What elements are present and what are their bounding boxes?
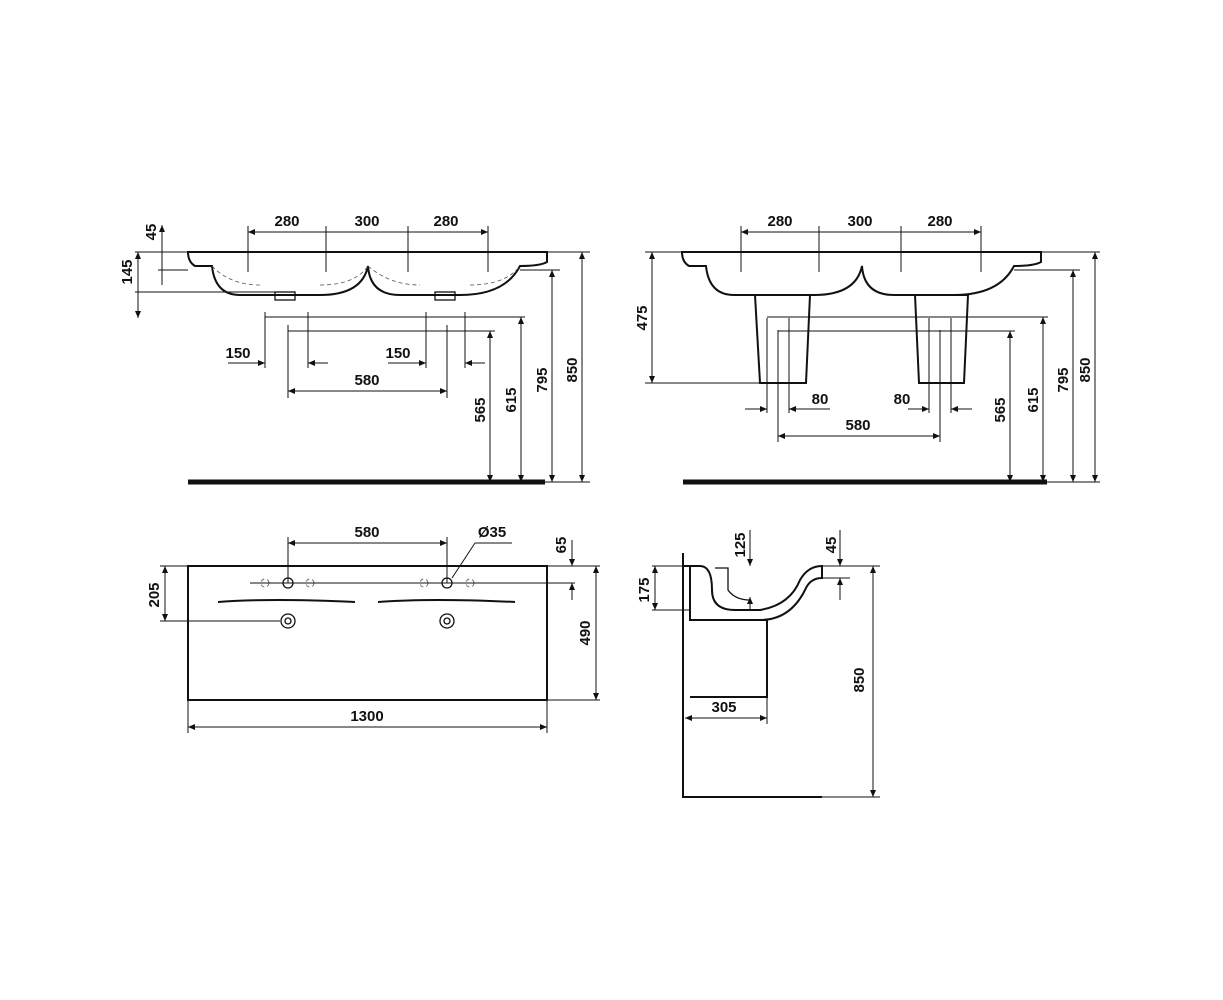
dim-height-565: 565 [992,397,1009,422]
dim-125: 125 [732,532,749,557]
dim-top-1: 280 [274,213,299,230]
dim-tap-spacing: 580 [354,524,379,541]
front-view: 280 300 280 45 145 150 150 580 565 615 7… [119,213,590,485]
dim-overall-width: 1300 [350,708,383,725]
dim-height-615: 615 [1025,387,1042,412]
dim-height-850: 850 [851,667,868,692]
dim-305: 305 [711,699,736,716]
dim-top-1: 280 [767,213,792,230]
dim-height-565: 565 [472,397,489,422]
dim-top-3: 280 [433,213,458,230]
dim-height-795: 795 [1055,367,1072,392]
dim-rim: 45 [143,224,160,241]
dim-top-3: 280 [927,213,952,230]
dim-height-850: 850 [1077,357,1094,382]
dim-overall-depth: 490 [577,620,594,645]
dim-tap-offset-left: 150 [225,345,250,362]
dim-offset-right: 80 [894,391,911,408]
pedestal-view: 280 300 280 475 80 80 580 565 615 795 85… [634,213,1100,485]
dim-height-850: 850 [564,357,581,382]
dim-tap-hole-offset: 65 [553,537,570,554]
dim-45: 45 [823,537,840,554]
dim-height-795: 795 [534,367,551,392]
dim-top-2: 300 [354,213,379,230]
dim-top-2: 300 [847,213,872,230]
side-view: 175 125 45 305 850 [636,530,880,798]
dim-waste-spacing: 580 [845,417,870,434]
dim-hole-diameter: Ø35 [478,524,506,541]
dim-basin-depth: 145 [119,259,136,284]
dim-waste-spacing: 580 [354,372,379,389]
dim-pedestal-height: 475 [634,305,651,330]
dim-175: 175 [636,577,653,602]
dim-tap-offset-right: 150 [385,345,410,362]
dim-height-615: 615 [503,387,520,412]
plan-view: 580 Ø35 65 205 490 1300 [146,524,600,733]
dim-bowl-depth: 205 [146,582,163,607]
dim-offset-left: 80 [812,391,829,408]
